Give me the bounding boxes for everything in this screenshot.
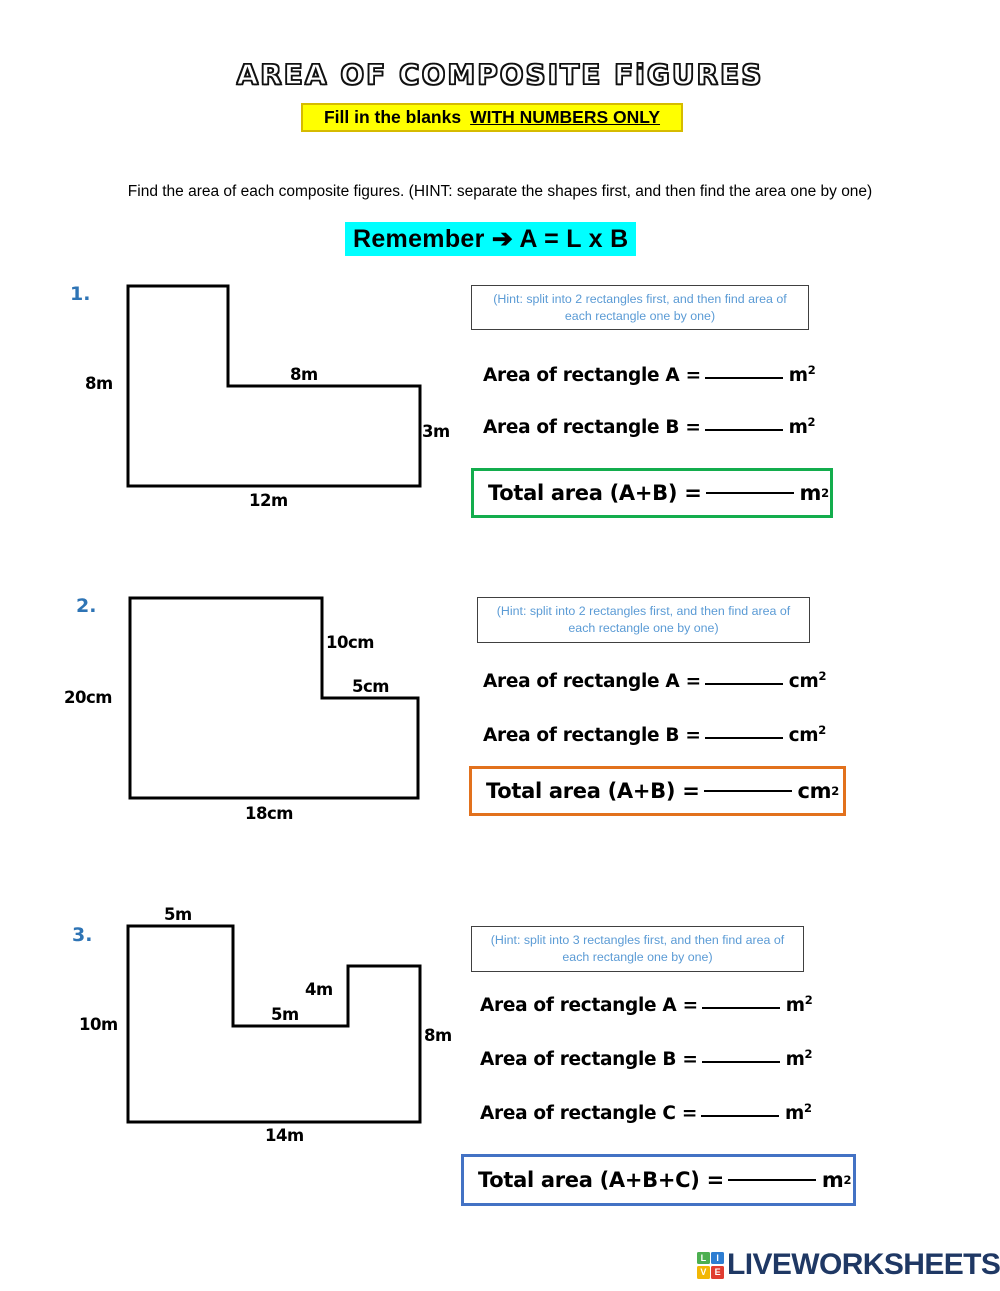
- problem-2-line-b-label: Area of rectangle B =: [483, 725, 701, 747]
- problem-3-total-blank[interactable]: [727, 1179, 816, 1181]
- problem-3-answer-line-a: Area of rectangle A = m2: [480, 993, 813, 1017]
- problem-3-line-a-exponent: 2: [804, 993, 813, 1007]
- problem-1-hint: (Hint: split into 2 rectangles first, an…: [471, 285, 809, 330]
- problem-2-line-b-exponent: 2: [818, 723, 826, 737]
- problem-1-line-b-label: Area of rectangle B =: [483, 417, 701, 439]
- figure-2-label-bottom: 18cm: [245, 804, 293, 823]
- problem-2-line-a-blank[interactable]: [704, 683, 783, 686]
- page-title: AREA OF COMPOSITE FiGURES: [236, 57, 764, 92]
- figure-3-u-shape: [126, 924, 422, 1124]
- problem-3-line-b-label: Area of rectangle B =: [480, 1049, 698, 1071]
- fill-in-blanks-banner: Fill in the blanks WITH NUMBERS ONLY: [301, 103, 683, 132]
- figure-3-label-bottom: 14m: [265, 1126, 304, 1145]
- problem-2-line-a-exponent: 2: [818, 669, 827, 683]
- figure-3-label-notch-right: 4m: [305, 980, 333, 999]
- problem-2-total-exponent: 2: [831, 784, 839, 798]
- problem-3-line-c-blank[interactable]: [701, 1115, 780, 1118]
- problem-3-answer-line-c: Area of rectangle C = m2: [480, 1101, 812, 1124]
- problem-1-answer-line-a: Area of rectangle A = m2: [483, 363, 816, 387]
- figure-3-label-top-left: 5m: [164, 905, 192, 924]
- problem-2-total-blank[interactable]: [703, 790, 792, 792]
- problem-2-total-unit: cm: [797, 779, 832, 803]
- problem-2-line-b-blank[interactable]: [704, 737, 783, 740]
- problem-1-line-b-exponent: 2: [807, 415, 816, 429]
- problem-3-answer-line-b: Area of rectangle B = m2: [480, 1047, 813, 1071]
- problem-1-line-a-label: Area of rectangle A =: [483, 365, 701, 387]
- problem-1-total-blank[interactable]: [705, 492, 794, 494]
- problem-3-total-exponent: 2: [843, 1173, 852, 1187]
- figure-1-lshape: [126, 284, 422, 488]
- remember-formula-banner: Remember ➔ A = L x B: [345, 222, 637, 256]
- liveworksheets-logo-text: LIVEWORKSHEETS: [727, 1248, 1000, 1281]
- problem-1-total-unit: m: [799, 481, 822, 505]
- fill-banner-emphasis: WITH NUMBERS ONLY: [470, 107, 661, 127]
- problem-3-line-b-exponent: 2: [804, 1047, 813, 1061]
- logo-tile-v: V: [697, 1265, 710, 1279]
- problem-3-line-a-blank[interactable]: [701, 1007, 780, 1010]
- problem-1-total-label: Total area (A+B) =: [488, 481, 702, 505]
- fill-banner-text: Fill in the blanks: [323, 107, 462, 127]
- problem-1-total-exponent: 2: [821, 486, 829, 500]
- problem-2-answer-line-b: Area of rectangle B = cm2: [483, 723, 826, 746]
- problem-number-1: 1.: [70, 283, 91, 305]
- problem-3-line-c-exponent: 2: [804, 1101, 812, 1115]
- logo-tile-i: I: [711, 1251, 724, 1265]
- problem-1-line-a-blank[interactable]: [704, 377, 783, 380]
- problem-3-hint: (Hint: split into 3 rectangles first, an…: [471, 926, 804, 972]
- figure-2-label-step-vertical: 10cm: [326, 633, 374, 652]
- problem-1-line-b-unit: m: [788, 417, 808, 439]
- logo-tile-e: E: [711, 1265, 724, 1279]
- problem-2-line-a-unit: cm: [788, 671, 819, 693]
- instruction-text: Find the area of each composite figures.…: [127, 183, 873, 200]
- problem-number-3: 3.: [72, 924, 93, 946]
- liveworksheets-logo[interactable]: L I V E LIVEWORKSHEETS: [697, 1248, 1000, 1282]
- problem-1-line-a-exponent: 2: [807, 363, 816, 377]
- problem-3-total-label: Total area (A+B+C) =: [478, 1168, 724, 1192]
- problem-2-line-b-unit: cm: [788, 725, 819, 747]
- figure-3-label-left: 10m: [79, 1015, 118, 1034]
- figure-1-label-bottom: 12m: [249, 491, 288, 510]
- problem-3-line-b-blank[interactable]: [701, 1061, 780, 1064]
- figure-2-label-step-horizontal: 5cm: [352, 677, 389, 696]
- problem-2-total-label: Total area (A+B) =: [486, 779, 700, 803]
- figure-1-label-left: 8m: [85, 374, 113, 393]
- problem-2-hint: (Hint: split into 2 rectangles first, an…: [477, 597, 810, 643]
- logo-tile-l: L: [697, 1251, 710, 1265]
- figure-1-label-right: 3m: [422, 422, 450, 441]
- problem-3-line-c-unit: m: [785, 1103, 805, 1125]
- problem-3-line-c-label: Area of rectangle C =: [480, 1103, 698, 1125]
- problem-1-line-b-blank[interactable]: [704, 429, 783, 432]
- figure-2-step-shape: [128, 596, 420, 800]
- problem-3-total-unit: m: [821, 1168, 844, 1192]
- liveworksheets-logo-icon: L I V E: [697, 1251, 724, 1279]
- problem-3-line-b-unit: m: [785, 1049, 805, 1071]
- problem-3-line-a-unit: m: [785, 995, 805, 1017]
- problem-3-line-a-label: Area of rectangle A =: [480, 995, 698, 1017]
- problem-1-answer-line-b: Area of rectangle B = m2: [483, 415, 816, 439]
- problem-2-answer-line-a: Area of rectangle A = cm2: [483, 669, 826, 692]
- figure-2-label-left: 20cm: [64, 688, 112, 707]
- problem-2-line-a-label: Area of rectangle A =: [483, 671, 701, 693]
- problem-1-line-a-unit: m: [788, 365, 808, 387]
- figure-3-label-right: 8m: [424, 1026, 452, 1045]
- figure-3-label-notch-bottom: 5m: [271, 1005, 299, 1024]
- figure-1-label-top-right: 8m: [290, 365, 318, 384]
- problem-number-2: 2.: [76, 595, 97, 617]
